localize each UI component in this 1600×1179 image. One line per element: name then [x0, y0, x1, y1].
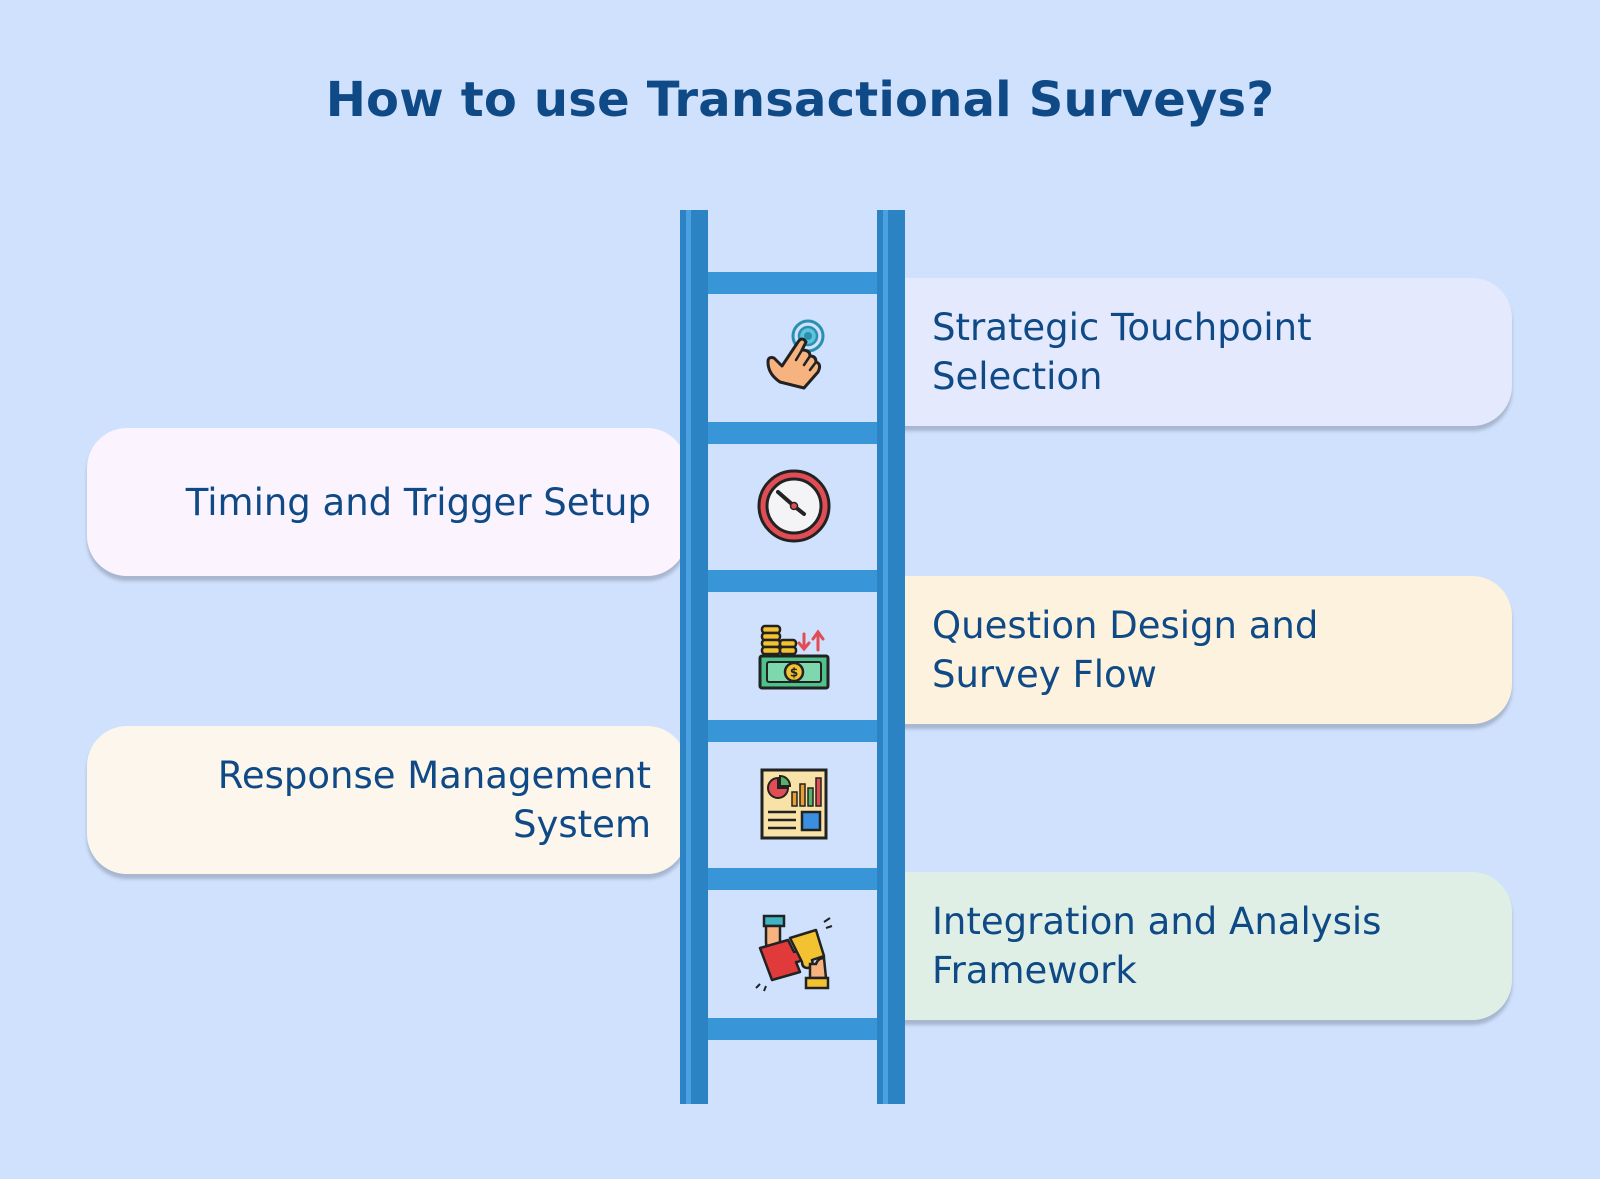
step-label: Strategic Touchpoint Selection — [932, 306, 1312, 398]
money-coins-icon: $ — [758, 624, 830, 690]
step-card-strategic-touchpoint: Strategic Touchpoint Selection — [820, 278, 1512, 426]
ladder-left-rail-highlight — [686, 210, 691, 1104]
step-icon-1 — [734, 296, 854, 416]
page-title: How to use Transactional Surveys? — [325, 72, 1275, 128]
ladder-rung — [694, 1018, 890, 1040]
svg-text:$: $ — [790, 666, 798, 680]
step-card-timing-trigger: Timing and Trigger Setup — [87, 428, 687, 576]
puzzle-hands-icon — [755, 914, 833, 992]
step-label: Question Design and Survey Flow — [932, 604, 1319, 696]
step-card-question-design: Question Design and Survey Flow — [820, 576, 1512, 724]
step-icon-3: $ — [734, 594, 854, 714]
step-card-integration-analysis: Integration and Analysis Framework — [820, 872, 1512, 1020]
clock-icon — [757, 469, 831, 543]
step-label: Integration and Analysis Framework — [932, 900, 1382, 992]
step-icon-2 — [734, 446, 854, 566]
step-card-response-management: Response Management System — [87, 726, 687, 874]
step-label: Timing and Trigger Setup — [185, 480, 651, 524]
step-icon-5 — [734, 892, 854, 1012]
step-icon-4 — [734, 744, 854, 864]
analytics-report-icon — [760, 768, 828, 840]
ladder-left-rail — [680, 210, 708, 1104]
step-label: Response Management System — [217, 754, 651, 846]
touch-hand-icon — [766, 319, 825, 390]
